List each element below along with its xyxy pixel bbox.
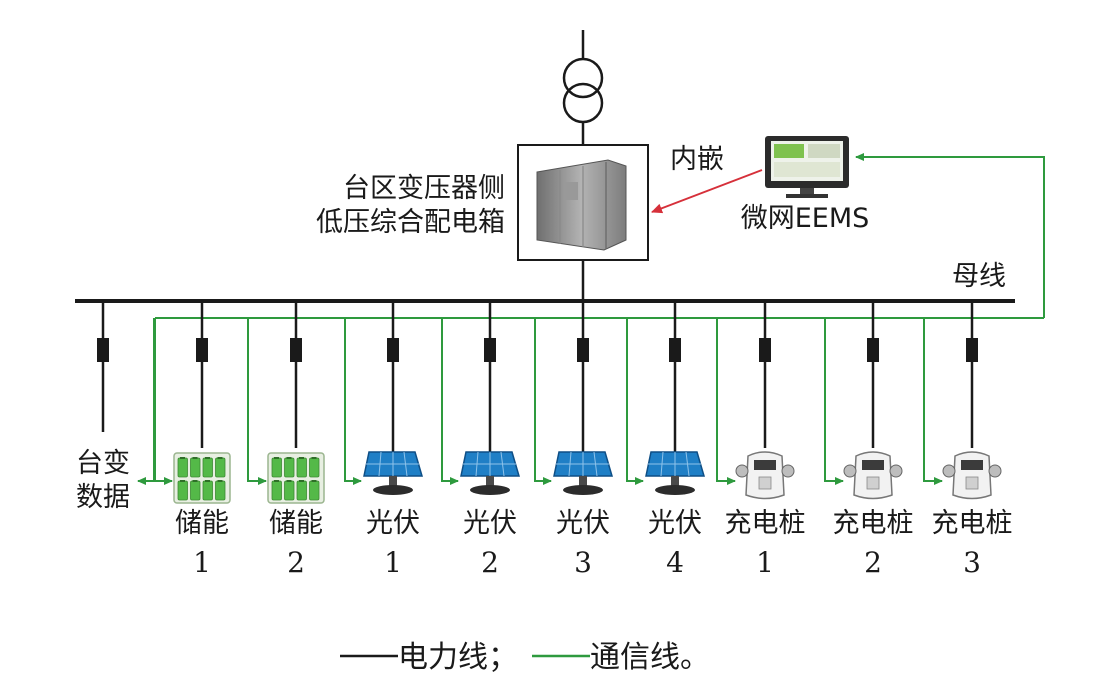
embed-arrow [651, 169, 763, 214]
breaker-icon [867, 338, 879, 362]
branch-label-number: 1 [756, 546, 774, 579]
breaker-icon [966, 338, 978, 362]
comm-line [441, 318, 459, 485]
eems-label: 微网EEMS [741, 203, 870, 234]
comm-line [534, 318, 552, 485]
branch-label-name: 充电桩 [725, 508, 806, 539]
branch-pv-3: 光伏 1 [344, 301, 423, 579]
branch-pv-4: 光伏 2 [441, 301, 520, 579]
branch-label-name: 台变 [76, 448, 130, 479]
branch-charger-7: 充电桩 1 [716, 301, 806, 579]
legend-comm-text: 通信线。 [590, 640, 710, 675]
branch-charger-9: 充电桩 3 [923, 301, 1013, 579]
comm-line [626, 318, 644, 485]
branch-label-number: 数据 [76, 482, 130, 513]
breaker-icon [669, 338, 681, 362]
solar-panel-icon [460, 451, 520, 495]
battery-icon [267, 452, 325, 504]
cabinet-label-line2: 低压综合配电箱 [316, 207, 505, 238]
breaker-icon [196, 338, 208, 362]
comm-line [344, 318, 362, 485]
branch-label-number: 2 [287, 546, 305, 579]
solar-panel-icon [645, 451, 705, 495]
branch-label-number: 1 [193, 546, 211, 579]
branch-label-name: 光伏 [463, 508, 517, 539]
monitor-icon [765, 136, 849, 198]
busbar-label: 母线 [952, 261, 1006, 292]
comm-line [153, 318, 173, 485]
charging-pile-icon [843, 451, 903, 500]
solar-panel-icon [363, 451, 423, 495]
branch-label-number: 2 [481, 546, 499, 579]
branch-label-name: 充电桩 [833, 508, 914, 539]
branch-label-number: 4 [666, 546, 684, 579]
charging-pile-icon [735, 451, 795, 500]
comm-line [137, 318, 156, 485]
distribution-cabinet [517, 144, 649, 261]
breaker-icon [577, 338, 589, 362]
cabinet-label-line1: 台区变压器侧 [343, 173, 505, 204]
branch-label-number: 1 [384, 546, 402, 579]
comm-line [824, 318, 844, 485]
breaker-icon [387, 338, 399, 362]
transformer-icon [562, 30, 604, 145]
branch-label-name: 光伏 [648, 508, 702, 539]
embed-label: 内嵌 [670, 144, 724, 175]
comm-line [923, 318, 943, 485]
charging-pile-icon [942, 451, 1002, 500]
branch-charger-8: 充电桩 2 [824, 301, 914, 579]
comm-line-to-eems [855, 153, 1045, 318]
branch-label-name: 储能 [175, 508, 229, 539]
breaker-icon [97, 338, 109, 362]
cabinet-icon [536, 159, 627, 251]
comm-line [716, 318, 736, 485]
branch-pv-6: 光伏 4 [626, 301, 705, 579]
legend-power-text: 电力线； [398, 640, 518, 675]
branch-label-name: 充电桩 [932, 508, 1013, 539]
comm-line [247, 318, 267, 485]
branch-label-number: 3 [963, 546, 981, 579]
branch-storage-1: 储能 1 [153, 301, 231, 579]
branch-pv-5: 光伏 3 [534, 301, 613, 579]
branch-label-number: 3 [574, 546, 592, 579]
breaker-icon [759, 338, 771, 362]
branch-label-number: 2 [864, 546, 882, 579]
legend: 电力线； 通信线。 [340, 640, 710, 675]
branch-label-name: 光伏 [366, 508, 420, 539]
branch-label-name: 储能 [269, 508, 323, 539]
breaker-icon [290, 338, 302, 362]
branch-label-name: 光伏 [556, 508, 610, 539]
solar-panel-icon [553, 451, 613, 495]
branch-storage-2: 储能 2 [247, 301, 325, 579]
breaker-icon [484, 338, 496, 362]
battery-icon [173, 452, 231, 504]
